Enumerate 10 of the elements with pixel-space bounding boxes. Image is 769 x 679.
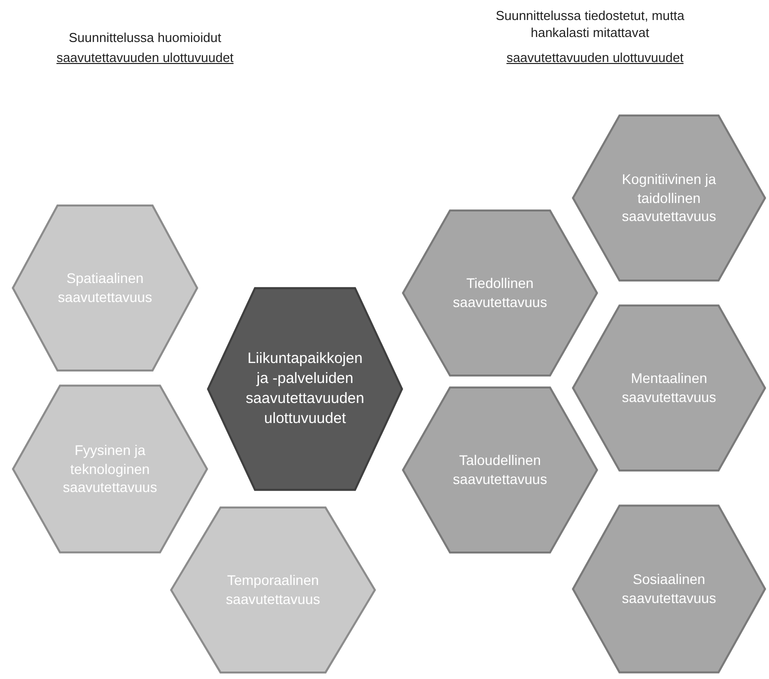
hexagon-label: Mentaalinen saavutettavuus (620, 369, 718, 407)
hexagon-label: Taloudellinen saavutettavuus (452, 451, 548, 489)
hexagon-label: Kognitiivinen ja taidollinen saavutettavuus (620, 170, 718, 226)
hexagon-label: Liikuntapaikkojen ja -palveluiden saavutettavuuden ulottuvuudet (246, 348, 364, 430)
heading-text: Suunnittelussa tiedostetut, mutta hankalasti mitattavat (494, 8, 686, 42)
hexagon-label: Tiedollinen saavutettavuus (452, 274, 548, 312)
hexagon-label: Sosiaalinen saavutettavuus (620, 570, 718, 608)
underlined-heading: saavutettavuuden ulottuvuudet (56, 50, 234, 65)
underlined-heading: saavutettavuuden ulottuvuudet (506, 50, 684, 65)
heading-text: Suunnittelussa huomioidut (68, 30, 222, 45)
